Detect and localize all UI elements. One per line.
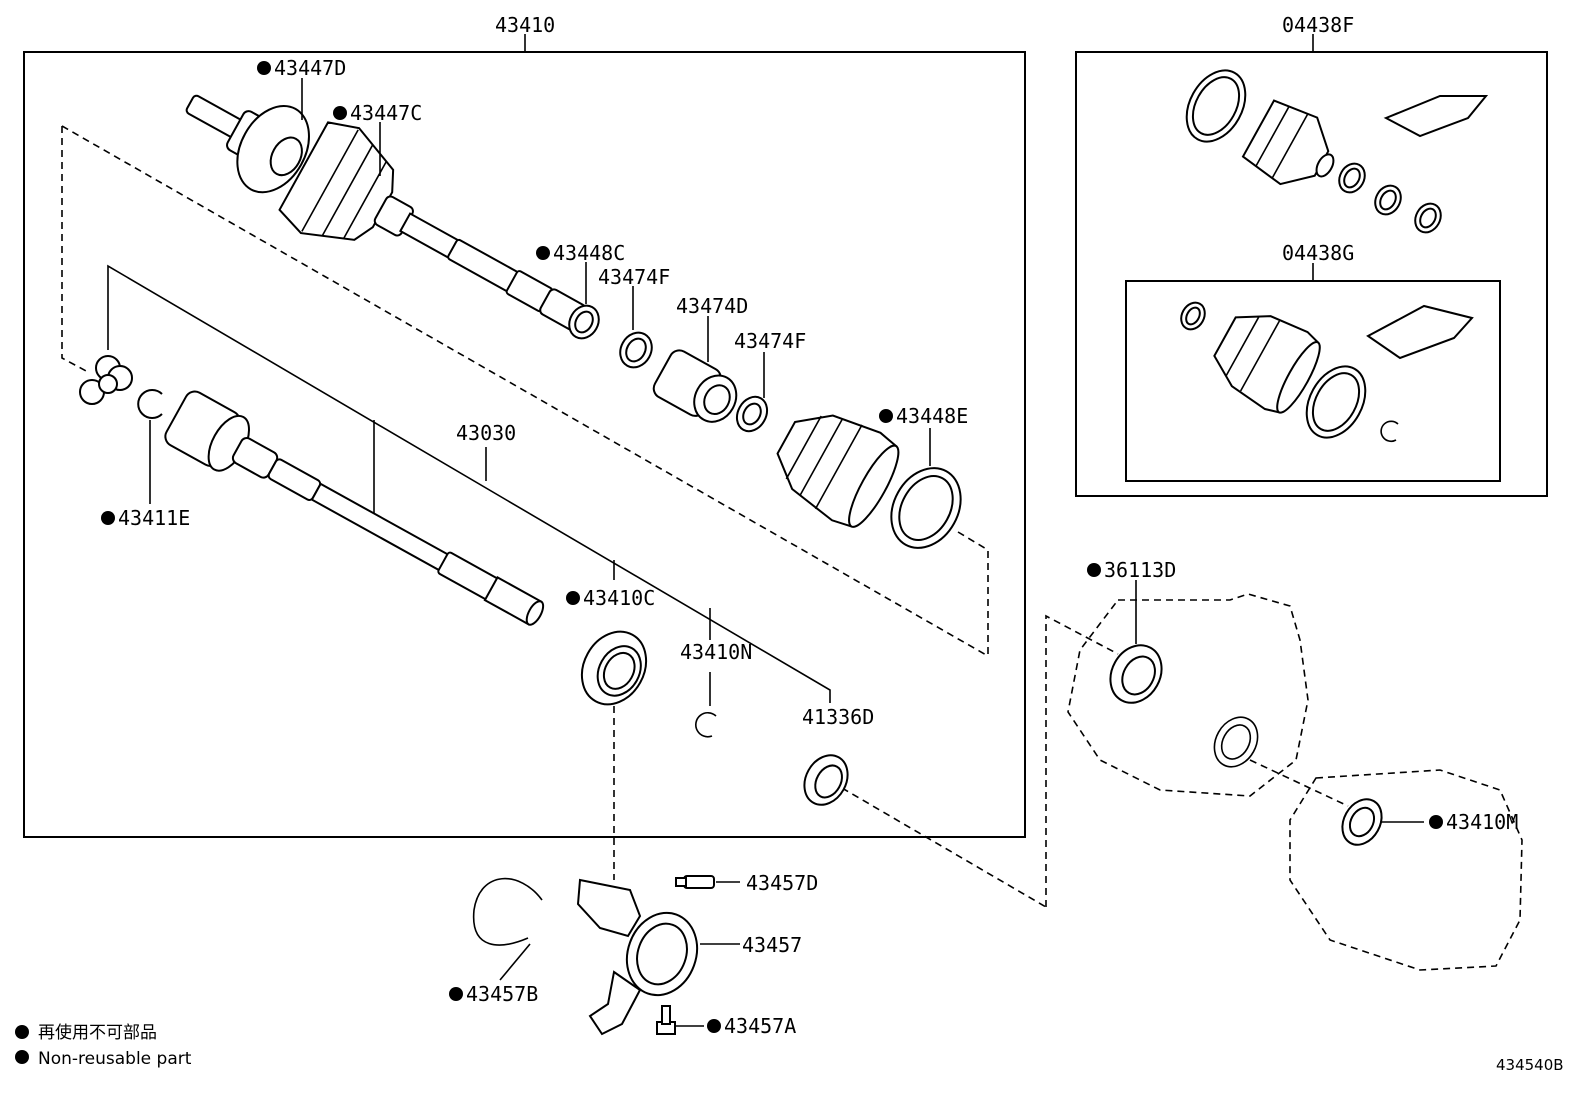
legend-bullet-en — [15, 1050, 29, 1064]
label-43474f-a: 43474F — [598, 265, 670, 289]
label-43448e: 43448E — [896, 404, 968, 428]
non-reusable-bullet-43457a — [707, 1019, 721, 1033]
legend-text-en: Non-reusable part — [38, 1049, 192, 1069]
non-reusable-bullet-43447d — [257, 61, 271, 75]
non-reusable-bullet-43447c — [333, 106, 347, 120]
label-43410c: 43410C — [583, 586, 655, 610]
non-reusable-bullet-43448e — [879, 409, 893, 423]
label-41336d: 41336D — [802, 705, 874, 729]
non-reusable-bullet-36113d — [1087, 563, 1101, 577]
label-43410: 43410 — [495, 13, 555, 37]
label-43457d: 43457D — [746, 871, 818, 895]
non-reusable-bullet-43448c — [536, 246, 550, 260]
label-04438g: 04438G — [1282, 241, 1354, 265]
label-43448c: 43448C — [553, 241, 625, 265]
label-43447c: 43447C — [350, 101, 422, 125]
label-43457a: 43457A — [724, 1014, 796, 1038]
legend-text-jp: 再使用不可部品 — [38, 1022, 157, 1043]
label-43457: 43457 — [742, 933, 802, 957]
label-43410m: 43410M — [1446, 810, 1518, 834]
figure-reference: 434540B — [1496, 1056, 1564, 1074]
label-43474d: 43474D — [676, 294, 748, 318]
legend-bullet-jp — [15, 1025, 29, 1039]
label-43411e: 43411E — [118, 506, 190, 530]
outer-cv-joint-shaft — [185, 94, 590, 333]
label-43457b: 43457B — [466, 982, 538, 1006]
label-36113d: 36113D — [1104, 558, 1176, 582]
non-reusable-bullet-43410c — [566, 591, 580, 605]
kit-04438f-frame — [1075, 51, 1548, 497]
inner-shaft — [79, 355, 545, 626]
label-04438f: 04438F — [1282, 13, 1354, 37]
non-reusable-bullet-43410m — [1429, 815, 1443, 829]
non-reusable-bullet-43411e — [101, 511, 115, 525]
label-43474f-b: 43474F — [734, 329, 806, 353]
label-43030: 43030 — [456, 421, 516, 445]
non-reusable-bullet-43457b — [449, 987, 463, 1001]
label-43410n: 43410N — [680, 640, 752, 664]
label-43447d: 43447D — [274, 56, 346, 80]
